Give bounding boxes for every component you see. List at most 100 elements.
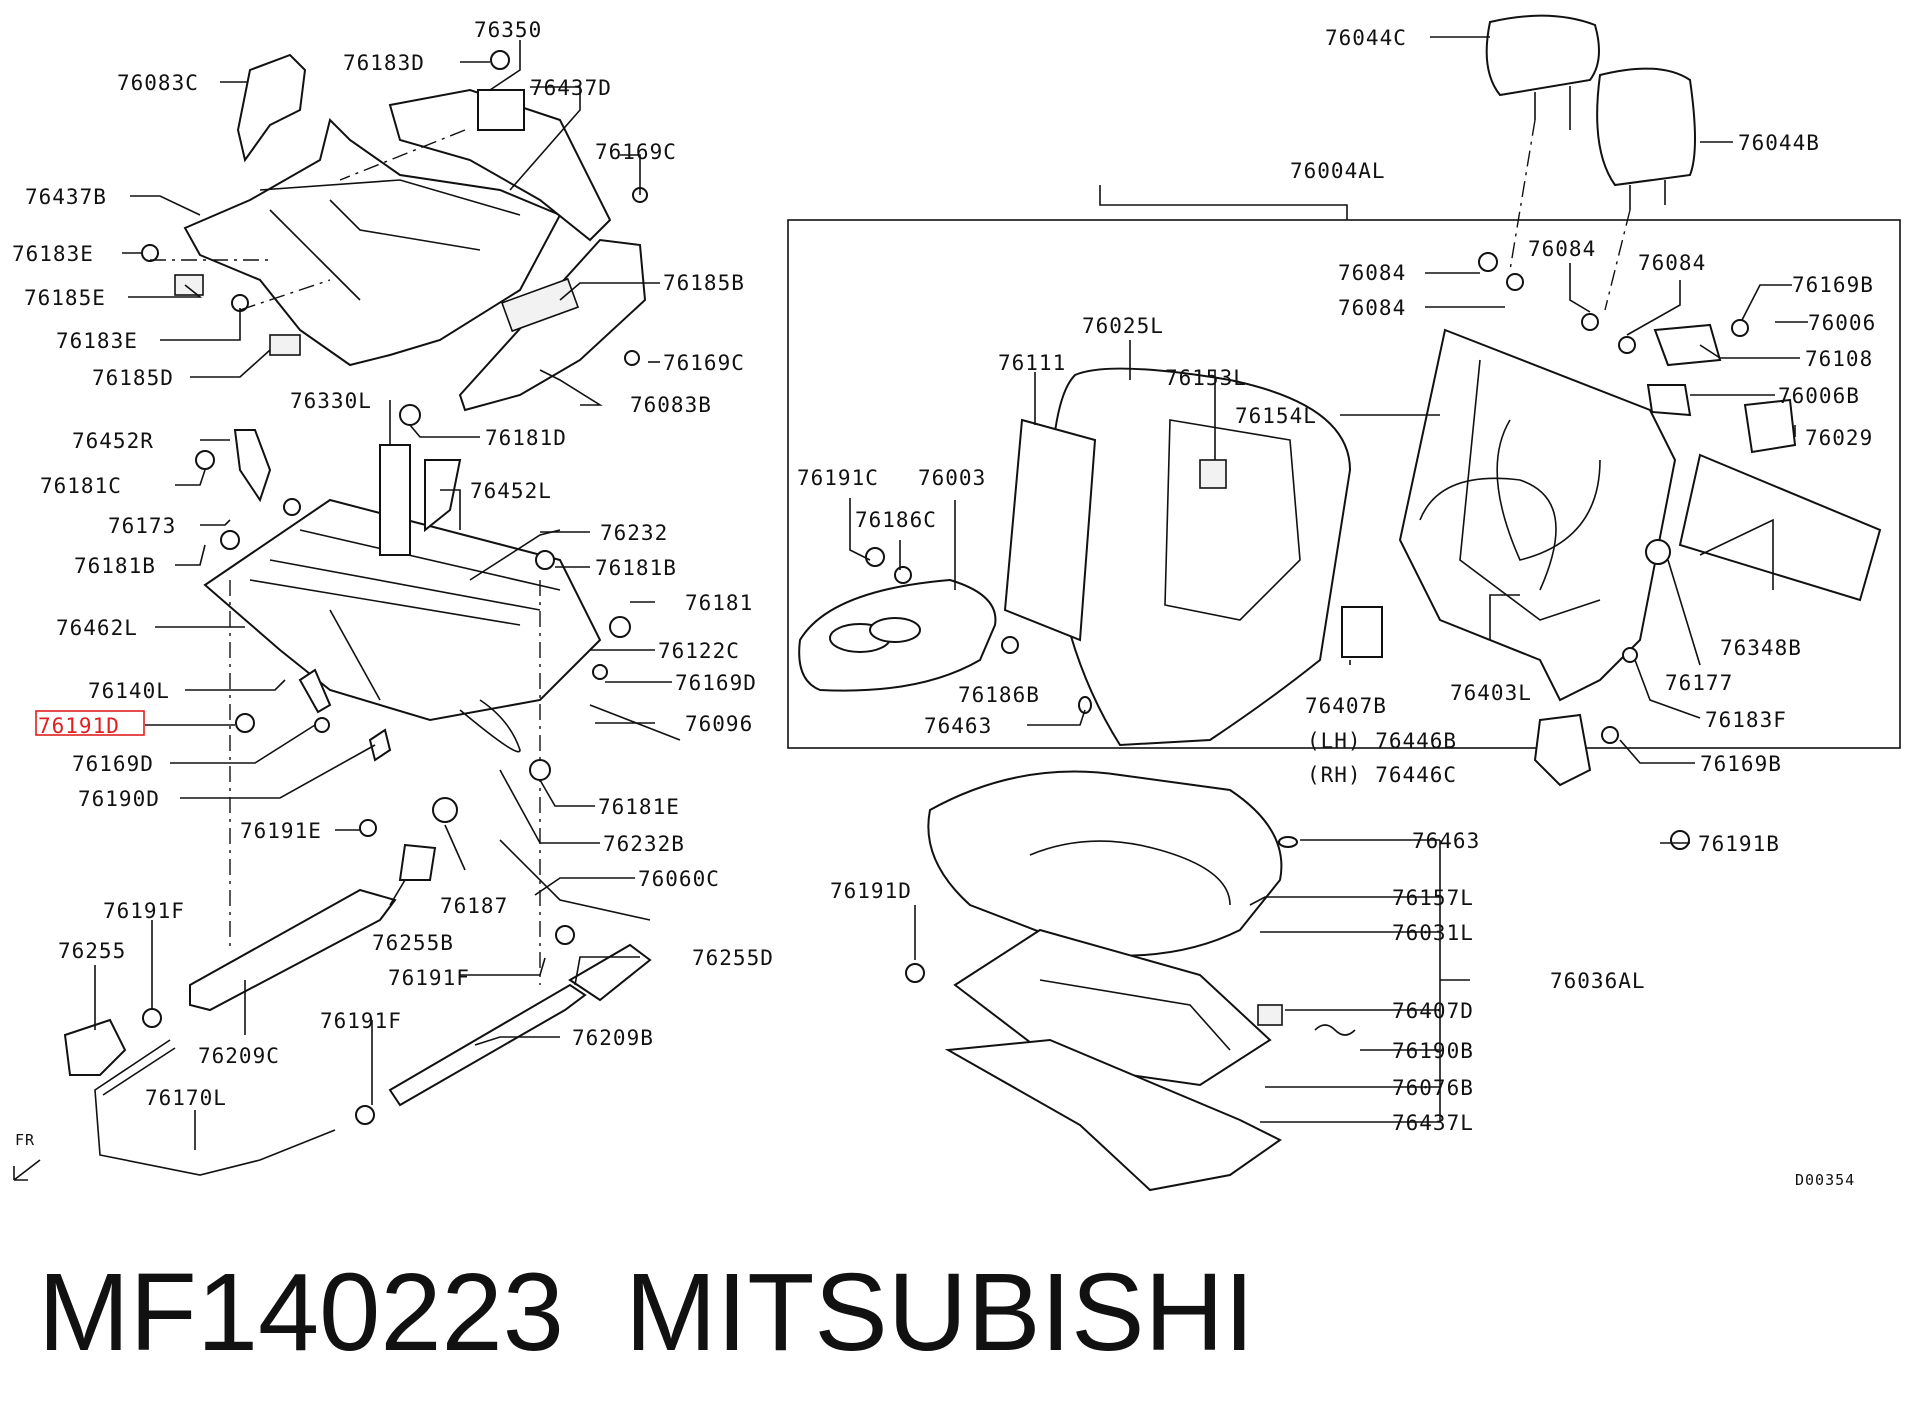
diagram-code: D00354: [1795, 1171, 1855, 1189]
callout: 76232: [600, 521, 668, 545]
callout: 76044C: [1325, 26, 1407, 50]
callout: 76169D: [675, 671, 757, 695]
callout: 76462L: [56, 616, 138, 640]
callout: 76181: [685, 591, 753, 615]
part-76350: [477, 89, 525, 131]
callout: 76153L: [1165, 366, 1247, 390]
highlighted-callout: 76191D: [38, 714, 120, 738]
frame-76154L: [1398, 328, 1677, 702]
right-labels: 76044C 76044B 76004AL 76084 76084 76084 …: [797, 26, 1876, 1189]
callout: 76463: [924, 714, 992, 738]
headrest-76044B: [1596, 67, 1696, 187]
bar-76170L: [94, 1039, 336, 1176]
callout: 76083C: [117, 71, 199, 95]
callout: 76452R: [72, 429, 154, 453]
callout: 76255D: [692, 946, 774, 970]
callout: 76407B: [1305, 694, 1387, 718]
callout: 76076B: [1392, 1076, 1474, 1100]
part-number: MF140223: [38, 1251, 564, 1374]
part-76255D: [568, 943, 652, 1002]
callout: 76191B: [1698, 832, 1780, 856]
callout: 76084: [1338, 296, 1406, 320]
patch-76153L: [1199, 459, 1227, 489]
callout: 76154L: [1235, 404, 1317, 428]
bracket-76452R: [233, 429, 272, 503]
callout: 76006: [1808, 311, 1876, 335]
callout: 76185E: [24, 286, 106, 310]
callout: 76084: [1528, 237, 1596, 261]
callout: 76255B: [372, 931, 454, 955]
right-assembly: [787, 14, 1901, 1192]
right-leaders: [849, 36, 1808, 1123]
part-76006B: [1646, 384, 1692, 417]
callout: 76111: [998, 351, 1066, 375]
callout: 76191F: [103, 899, 185, 923]
callout: 76181E: [598, 795, 680, 819]
rail-76209C: [189, 888, 397, 1012]
callout: 76186B: [958, 683, 1040, 707]
callout: 76170L: [145, 1086, 227, 1110]
callout: 76108: [1805, 347, 1873, 371]
part-76029: [1743, 398, 1797, 454]
callout: 76191D: [830, 879, 912, 903]
callout: 76140L: [88, 679, 170, 703]
callout: 76181C: [40, 474, 122, 498]
callout: 76186C: [855, 508, 937, 532]
callout: 76437L: [1392, 1111, 1474, 1135]
left-assembly: [63, 50, 681, 1176]
part-76407D: [1257, 1004, 1283, 1026]
bracket-76452L: [424, 459, 462, 533]
callout: 76060C: [638, 867, 720, 891]
side-cover-76083C: [236, 53, 307, 163]
callout: 76185D: [92, 366, 174, 390]
callout: 76452L: [470, 479, 552, 503]
pad-76348B: [1678, 453, 1882, 602]
callout: 76191F: [320, 1009, 402, 1033]
callout: 76330L: [290, 389, 372, 413]
tray-76437L: [944, 1038, 1282, 1192]
callout: 76209C: [198, 1044, 280, 1068]
callout: 76006B: [1778, 384, 1860, 408]
callout: 76183E: [56, 329, 138, 353]
callout: 76029: [1805, 426, 1873, 450]
callout: 76169B: [1700, 752, 1782, 776]
callout: 76169C: [663, 351, 745, 375]
callout: 76181B: [74, 554, 156, 578]
callout: (LH) 76446B: [1307, 729, 1457, 753]
part-76255: [63, 1018, 127, 1076]
pad-76185D: [269, 334, 301, 356]
callout: 76177: [1665, 671, 1733, 695]
callout: 76403L: [1450, 681, 1532, 705]
callout: 76437B: [25, 185, 107, 209]
clip-76463: [1278, 836, 1298, 848]
callout: 76463: [1412, 829, 1480, 853]
callout: 76190B: [1392, 1039, 1474, 1063]
callout: 76183F: [1705, 708, 1787, 732]
callout: 76187: [440, 894, 508, 918]
callout: 76084: [1638, 251, 1706, 275]
part-76108: [1653, 323, 1722, 367]
callout: 76348B: [1720, 636, 1802, 660]
callout: 76044B: [1738, 131, 1820, 155]
callout: 76173: [108, 514, 176, 538]
wire-76060C: [499, 839, 651, 921]
brand-name: MITSUBISHI: [625, 1251, 1255, 1374]
front-indicator: FR: [15, 1131, 35, 1149]
callout: 76232B: [603, 832, 685, 856]
headrest-76044C: [1485, 14, 1600, 97]
left-labels: 76350 76183D 76083C 76437D 76169C 76437B…: [12, 18, 774, 1181]
callout: 76209B: [572, 1026, 654, 1050]
cable-76403L: [1419, 477, 1557, 591]
callout: 76181D: [485, 426, 567, 450]
callout: 76004AL: [1290, 159, 1386, 183]
callout: 76083B: [630, 393, 712, 417]
spring-76190B: [1314, 1024, 1356, 1036]
callout: 76096: [685, 712, 753, 736]
footer: MF140223 MITSUBISHI: [38, 1251, 1255, 1374]
panel-76111: [1003, 418, 1097, 642]
callout: 76437D: [530, 76, 612, 100]
seatback-group-box: [787, 219, 1901, 749]
callout: 76255: [58, 939, 126, 963]
callout: 76031L: [1392, 921, 1474, 945]
